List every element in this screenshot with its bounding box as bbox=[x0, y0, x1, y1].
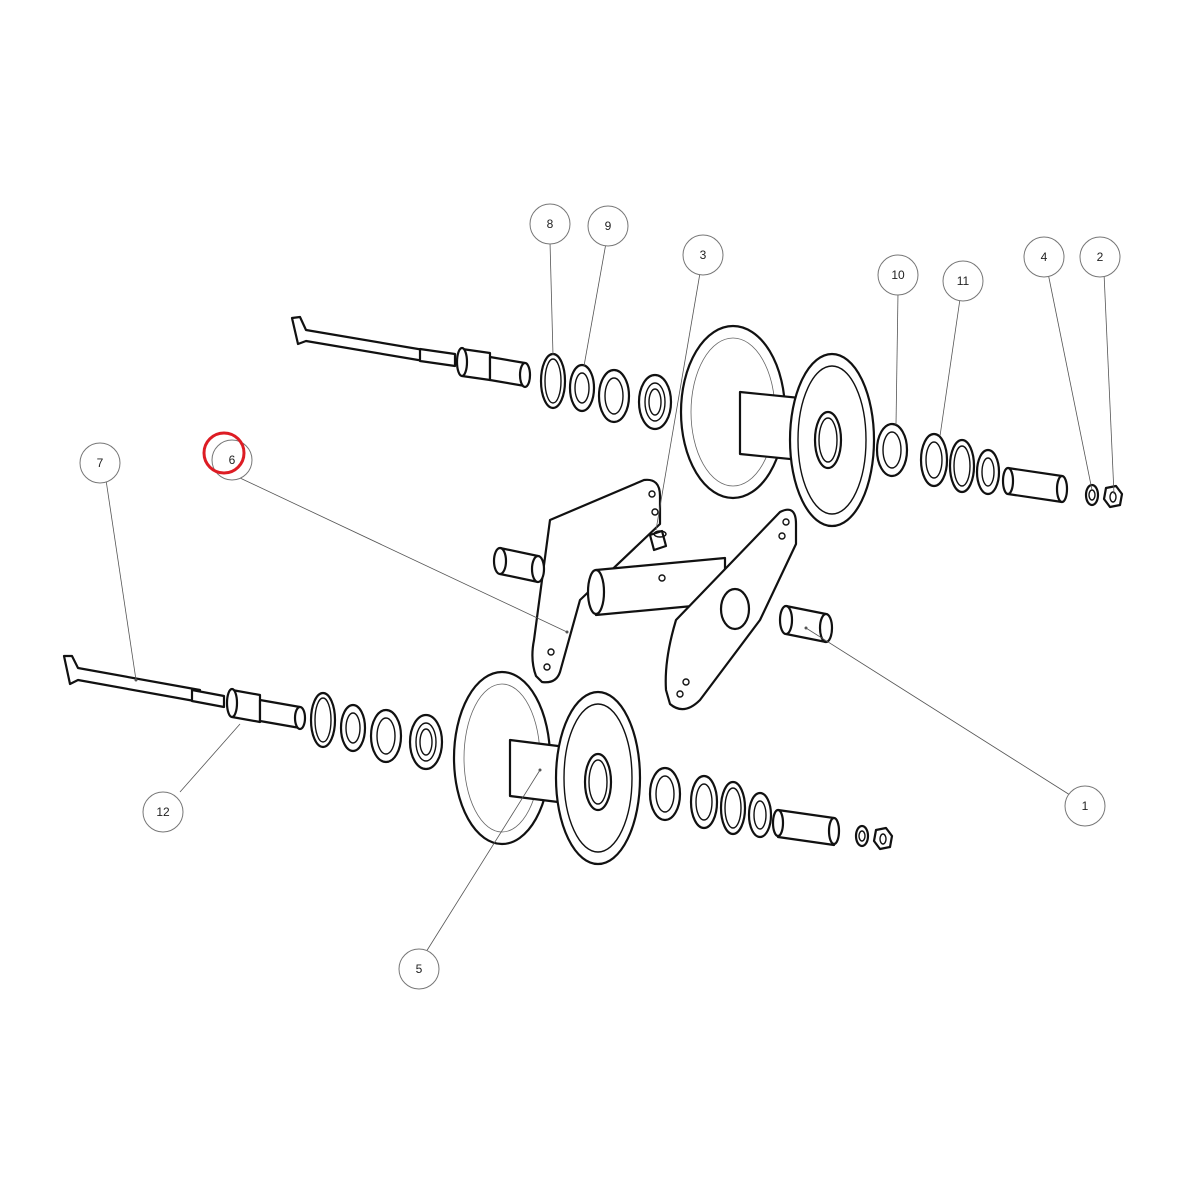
upper-axle-bolt bbox=[290, 315, 457, 368]
balloon-label-12: 12 bbox=[156, 805, 170, 819]
balloon-11[interactable]: 11 bbox=[942, 260, 984, 302]
lower-washer-right bbox=[747, 791, 773, 839]
upper-washer-right bbox=[975, 448, 1001, 496]
upper-roller-assembly bbox=[290, 315, 1124, 528]
lower-seal-right bbox=[689, 774, 719, 830]
upper-seal bbox=[597, 368, 631, 424]
balloon-label-2: 2 bbox=[1097, 250, 1104, 264]
arm-bushing-left bbox=[492, 546, 546, 584]
balloon-4[interactable]: 4 bbox=[1023, 236, 1065, 278]
leader-lines bbox=[105, 241, 1115, 953]
balloon-label-3: 3 bbox=[700, 248, 707, 262]
lower-nut bbox=[872, 826, 894, 851]
lower-washer bbox=[339, 703, 367, 753]
lower-small-washer bbox=[854, 824, 870, 848]
lower-circlip bbox=[309, 691, 337, 749]
highlight-ring bbox=[202, 431, 246, 475]
lower-bearing-left bbox=[408, 713, 444, 771]
upper-bearing-left bbox=[637, 373, 673, 431]
lower-seal bbox=[369, 708, 403, 764]
upper-axle-bushing bbox=[455, 346, 532, 389]
balloon-label-6: 6 bbox=[229, 453, 236, 467]
upper-roller-wheel bbox=[679, 324, 876, 528]
balloon-label-8: 8 bbox=[547, 217, 554, 231]
arm-bushing-right bbox=[778, 604, 834, 644]
balloon-9[interactable]: 9 bbox=[587, 205, 629, 247]
balloon-label-10: 10 bbox=[891, 268, 905, 282]
balloon-8[interactable]: 8 bbox=[529, 203, 571, 245]
lower-spacer-right bbox=[771, 808, 841, 847]
upper-spacer-right bbox=[1001, 466, 1069, 504]
lower-axle-bushing bbox=[225, 687, 307, 731]
upper-nut bbox=[1102, 484, 1124, 509]
balloon-label-9: 9 bbox=[605, 219, 612, 233]
lower-roller-assembly bbox=[62, 654, 894, 866]
lower-roller-wheel bbox=[452, 670, 642, 866]
grease-nipple bbox=[648, 529, 668, 552]
lower-circlip-right bbox=[719, 780, 747, 836]
lower-bearing-right bbox=[648, 766, 682, 822]
balloon-3[interactable]: 3 bbox=[682, 234, 724, 276]
balloon-1[interactable]: 1 bbox=[1064, 785, 1106, 827]
balloon-7[interactable]: 7 bbox=[79, 442, 121, 484]
balloon-6[interactable]: 6 bbox=[211, 439, 253, 481]
balloon-label-5: 5 bbox=[416, 962, 423, 976]
upper-seal-right bbox=[919, 432, 949, 488]
balloon-label-1: 1 bbox=[1082, 799, 1089, 813]
lower-axle-bolt bbox=[62, 654, 226, 709]
balloon-2[interactable]: 2 bbox=[1079, 236, 1121, 278]
swing-arm-frame bbox=[531, 478, 798, 711]
balloon-5[interactable]: 5 bbox=[398, 948, 440, 990]
balloon-12[interactable]: 12 bbox=[142, 791, 184, 833]
upper-washer bbox=[568, 363, 596, 413]
upper-circlip bbox=[539, 352, 567, 410]
balloon-label-4: 4 bbox=[1041, 250, 1048, 264]
balloon-10[interactable]: 10 bbox=[877, 254, 919, 296]
balloon-label-11: 11 bbox=[957, 274, 970, 288]
upper-circlip-right bbox=[948, 438, 976, 494]
upper-bearing-right bbox=[875, 422, 909, 478]
balloon-label-7: 7 bbox=[97, 456, 104, 470]
